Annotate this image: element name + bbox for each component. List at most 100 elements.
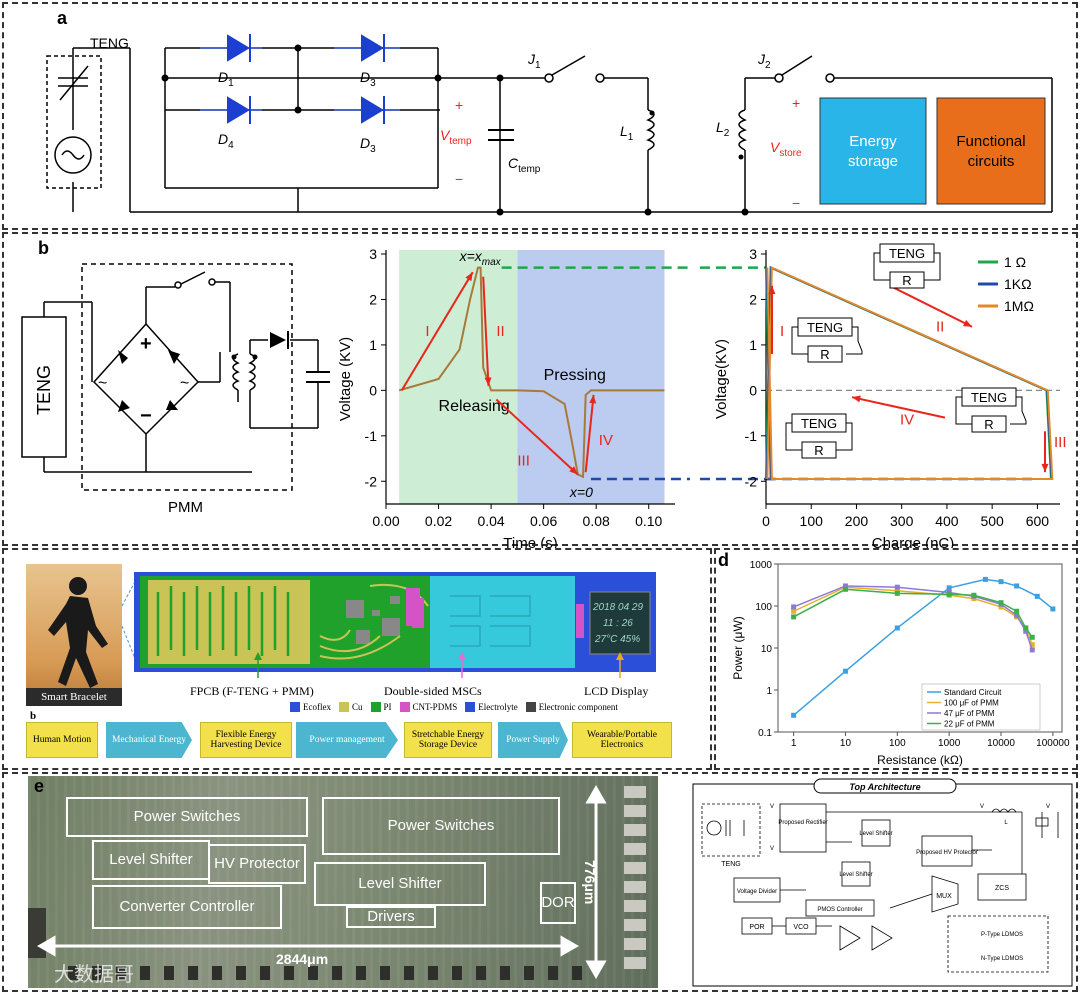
top-architecture-schematic: Top Architecture TENG Proposed Rectifier… [692, 778, 1073, 987]
legend-item: CNT-PDMS [399, 702, 457, 712]
top-arch-title: Top Architecture [849, 782, 920, 792]
legend-label-2: 47 μF of PMM [944, 709, 995, 718]
panel-a [2, 2, 1078, 230]
region-0 [399, 250, 518, 504]
panel-b-label: b [38, 238, 49, 258]
bridge-minus: − [140, 405, 152, 427]
bridge-diode-icons [118, 350, 180, 412]
msc-layer [430, 576, 575, 668]
svg-text:L: L [1004, 820, 1008, 826]
legend-label-1: 1KΩ [1004, 276, 1032, 292]
voltage-series-line [398, 266, 665, 479]
y-tick-label: 0 [369, 382, 377, 398]
series-point-0 [946, 585, 952, 591]
legend-label-0: 1 Ω [1004, 254, 1026, 270]
x-tick-label: 0 [762, 513, 770, 529]
teng-block-label: TENG [34, 365, 54, 415]
legend-item: Electrolyte [465, 702, 518, 712]
y-tick-label: 0.1 [758, 728, 772, 739]
svg-text:Proposed HV Protector: Proposed HV Protector [916, 850, 978, 856]
power-switches-block-2: Power Switches [322, 797, 560, 855]
svg-text:~: ~ [180, 375, 189, 392]
level-shifter-block-2: Level Shifter [314, 862, 486, 906]
series-point-0 [998, 579, 1004, 585]
flow-arrow: Power management [296, 722, 398, 758]
panel-d-label: d [718, 550, 729, 570]
svg-text:+: + [455, 97, 463, 113]
series-point-1 [998, 604, 1004, 610]
series-point-3 [1023, 625, 1029, 631]
svg-text:PMOS Controller: PMOS Controller [817, 907, 862, 913]
svg-text:N-Type LDMOS: N-Type LDMOS [981, 956, 1023, 962]
svg-text:V: V [980, 804, 984, 810]
svg-text:Vtemp: Vtemp [440, 127, 472, 147]
arrow-ii [889, 284, 973, 328]
teng-box [46, 55, 102, 189]
arrow-iv-head [589, 394, 597, 404]
panel-d [714, 548, 1078, 770]
svg-text:D4: D4 [218, 131, 234, 151]
x-tick-label: 0.10 [635, 513, 662, 529]
svg-text:P-Type LDMOS: P-Type LDMOS [981, 932, 1023, 938]
label-iv: IV [599, 432, 613, 449]
y-axis-label: Power (μW) [731, 616, 745, 680]
series-point-3 [998, 600, 1004, 606]
legend-item: PI [370, 702, 392, 712]
arrow-iii [495, 398, 579, 476]
x-tick-label: 10000 [987, 738, 1015, 749]
svg-text:J2: J2 [757, 51, 771, 71]
energy-storage-box [819, 97, 927, 205]
y-tick-label: -1 [745, 428, 758, 444]
hv-protector-block: HV Protector [208, 844, 306, 884]
arrow-iii-head [569, 466, 578, 475]
panel-a-circuit: Energy storage Functional circuits TENG … [46, 34, 1053, 216]
x-tick-label: 400 [935, 513, 959, 529]
svg-text:MUX: MUX [936, 893, 952, 900]
svg-text:D3: D3 [360, 135, 376, 155]
svg-text:Proposed Rectifier: Proposed Rectifier [778, 820, 827, 826]
x-tick-label: 100 [800, 513, 824, 529]
energy-storage-label-2: storage [848, 153, 898, 170]
die-width-label: 2844μm [276, 951, 329, 967]
legend-label-1: 100 μF of PMM [944, 699, 999, 708]
series-point-1 [791, 608, 797, 614]
lcd-date: 2018 04 29 [592, 602, 643, 613]
label-iii: III [1054, 434, 1067, 451]
svg-text:ZCS: ZCS [995, 885, 1009, 892]
flow-b-label: b [30, 710, 37, 722]
smart-bracelet-label: Smart Bracelet [26, 688, 122, 706]
x-tick-label: 0.02 [425, 513, 452, 529]
svg-text:R: R [814, 443, 823, 458]
x-axis-label: Resistance (kΩ) [877, 753, 963, 767]
smart-bracelet-photo: Smart Bracelet [26, 564, 122, 706]
svg-text:R: R [902, 273, 911, 288]
panel-a-label: a [57, 8, 68, 28]
converter-controller-block: Converter Controller [92, 885, 282, 929]
flow-box: Flexible Energy Harvesting Device [200, 722, 292, 758]
svg-text:Ctemp: Ctemp [508, 155, 541, 175]
functional-circuits-box [936, 97, 1046, 205]
svg-text:L1: L1 [620, 123, 634, 143]
svg-text:−: − [455, 171, 463, 187]
y-tick-label: 1 [749, 337, 757, 353]
x0-annotation: x=0 [569, 484, 593, 500]
svg-text:V: V [1046, 804, 1050, 810]
x-tick-label: 10 [840, 738, 852, 749]
svg-text:V: V [770, 846, 774, 852]
arrow-ii-head [963, 319, 972, 327]
svg-text:Vstore: Vstore [770, 139, 802, 159]
ac-source-icon [54, 136, 92, 174]
svg-text:J1: J1 [527, 51, 541, 71]
pmm-box [81, 263, 293, 491]
diode-icons [227, 34, 385, 124]
svg-text:D3: D3 [360, 69, 376, 89]
pressing-label: Pressing [544, 367, 606, 384]
series-point-0 [791, 712, 797, 718]
svg-text:Level Shifter: Level Shifter [859, 831, 892, 837]
svg-text:Level Shifter: Level Shifter [839, 872, 872, 878]
die-photo [28, 776, 658, 988]
